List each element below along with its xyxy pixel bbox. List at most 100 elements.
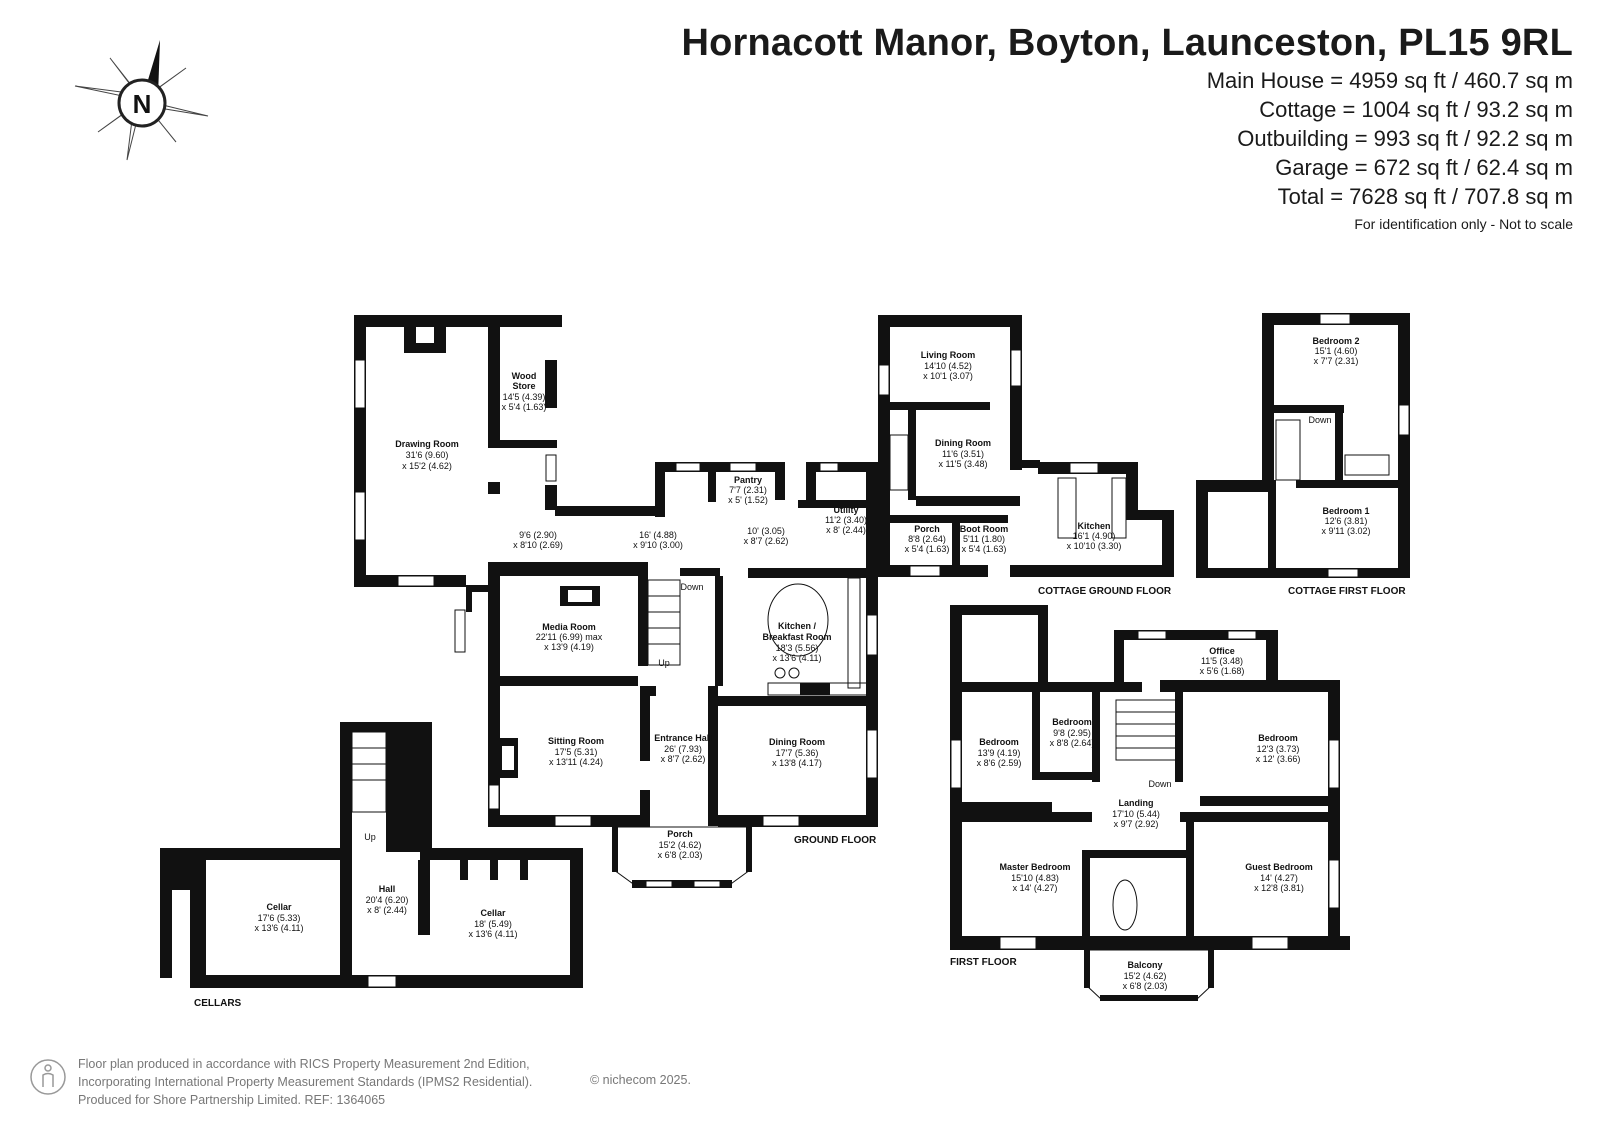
cottage-boot-dim2: x 5'4 (1.63)	[962, 544, 1007, 554]
cottage-boot-dim1: 5'11 (1.80)	[963, 534, 1005, 544]
cottage-kitchen-dim1: 16'1 (4.90)	[1073, 531, 1116, 541]
person-scale-icon	[30, 1059, 66, 1095]
area-outbuilding: Outbuilding = 993 sq ft / 92.2 sq m	[1237, 126, 1573, 151]
cottage-bed1-dim2: x 9'11 (3.02)	[1321, 526, 1370, 536]
porch-dim1: 15'2 (4.62)	[659, 840, 702, 850]
ff-stair-down-label: Down	[1148, 779, 1171, 789]
landing-label: Landing	[1119, 798, 1154, 808]
entrance-hall-dim1: 26' (7.93)	[664, 744, 702, 754]
compass-letter: N	[133, 89, 152, 119]
cottage-bed2-dim2: x 7'7 (2.31)	[1314, 356, 1359, 366]
guest-bedroom-dim2: x 12'8 (3.81)	[1254, 883, 1304, 893]
wood-store-dim1: 14'5 (4.39)	[503, 392, 546, 402]
ff-bedroom-a-dim2: x 8'6 (2.59)	[977, 758, 1022, 768]
footer-line-3: Produced for Shore Partnership Limited. …	[78, 1093, 386, 1107]
landing-dim1: 17'10 (5.44)	[1112, 809, 1160, 819]
ff-bedroom-b-dim1: 9'8 (2.95)	[1053, 728, 1091, 738]
drawing-room-label: Drawing Room	[395, 439, 459, 449]
stair-up-label: Up	[658, 658, 670, 668]
cottage-dining-label: Dining Room	[935, 438, 991, 448]
cellar-left-label: Cellar	[266, 902, 292, 912]
dining-room-dim1: 17'7 (5.36)	[776, 748, 819, 758]
utility-dim2: x 8' (2.44)	[826, 525, 866, 535]
guest-bedroom-dim1: 14' (4.27)	[1260, 873, 1298, 883]
utility-label: Utility	[833, 505, 858, 515]
cottage-living-label: Living Room	[921, 350, 976, 360]
cellar-hall-dim2: x 8' (2.44)	[367, 905, 407, 915]
ground-floor-plan	[354, 315, 878, 888]
media-room-dim1: 22'11 (6.99) max	[536, 632, 603, 642]
kitchen-breakfast-dim1: 18'3 (5.56)	[776, 643, 819, 653]
sitting-room-label: Sitting Room	[548, 736, 604, 746]
utility-dim1: 11'2 (3.40)	[825, 515, 867, 525]
cottage-kitchen-dim2: x 10'10 (3.30)	[1067, 541, 1122, 551]
cottage-dining-dim1: 11'6 (3.51)	[942, 449, 984, 459]
office-dim1: 11'5 (3.48)	[1201, 656, 1243, 666]
rear-lobby-dim2: x 8'7 (2.62)	[744, 536, 789, 546]
wood-store-dim2: x 5'4 (1.63)	[502, 402, 547, 412]
stair-down-label: Down	[680, 582, 703, 592]
ground-floor-label: GROUND FLOOR	[794, 835, 877, 846]
cellar-right-dim2: x 13'6 (4.11)	[468, 929, 517, 939]
property-title: Hornacott Manor, Boyton, Launceston, PL1…	[681, 22, 1573, 64]
area-main-house: Main House = 4959 sq ft / 460.7 sq m	[1206, 68, 1573, 93]
cottage-bed1-label: Bedroom 1	[1322, 506, 1369, 516]
disclaimer-note: For identification only - Not to scale	[1354, 216, 1573, 232]
area-garage: Garage = 672 sq ft / 62.4 sq m	[1275, 155, 1573, 180]
first-floor-plan	[950, 605, 1350, 1001]
cellars-plan	[160, 722, 583, 988]
ff-bedroom-a-label: Bedroom	[979, 737, 1019, 747]
area-cottage: Cottage = 1004 sq ft / 93.2 sq m	[1259, 97, 1573, 122]
passage-dim1: 16' (4.88)	[639, 530, 677, 540]
sitting-room-dim1: 17'5 (5.31)	[555, 747, 598, 757]
media-room-dim2: x 13'9 (4.19)	[544, 642, 594, 652]
pantry-dim1: 7'7 (2.31)	[729, 485, 767, 495]
footer-line-2: Incorporating International Property Mea…	[78, 1075, 533, 1089]
pantry-dim2: x 5' (1.52)	[728, 495, 768, 505]
cottage-first-floor-plan	[1196, 313, 1410, 578]
rear-lobby-dim1: 10' (3.05)	[747, 526, 785, 536]
compass-rose-icon: N	[74, 40, 209, 161]
cellar-left-dim2: x 13'6 (4.11)	[254, 923, 303, 933]
cottage-porch-dim1: 8'8 (2.64)	[908, 534, 946, 544]
cottage-kitchen-label: Kitchen	[1077, 521, 1110, 531]
pantry-label: Pantry	[734, 475, 762, 485]
wood-store-label-2: Store	[512, 381, 535, 391]
ff-bedroom-c-label: Bedroom	[1258, 733, 1298, 743]
cottage-boot-label: Boot Room	[960, 524, 1009, 534]
cellar-right-dim1: 18' (5.49)	[474, 919, 512, 929]
passage-dim2: x 9'10 (3.00)	[633, 540, 683, 550]
kitchen-breakfast-dim2: x 13'6 (4.11)	[772, 653, 821, 663]
dining-room-dim2: x 13'8 (4.17)	[772, 758, 822, 768]
cottage-stair-down-label: Down	[1308, 415, 1331, 425]
footer: Floor plan produced in accordance with R…	[30, 1057, 691, 1107]
cellar-right-label: Cellar	[480, 908, 506, 918]
cottage-ground-floor-plan	[878, 315, 1174, 577]
entrance-hall-dim2: x 8'7 (2.62)	[661, 754, 706, 764]
cottage-bed1-dim1: 12'6 (3.81)	[1325, 516, 1368, 526]
cottage-bed2-dim1: 15'1 (4.60)	[1315, 346, 1358, 356]
master-bedroom-dim2: x 14' (4.27)	[1013, 883, 1058, 893]
kitchen-breakfast-label-2: Breakfast Room	[762, 632, 831, 642]
first-floor-label: FIRST FLOOR	[950, 957, 1017, 968]
cottage-first-floor-label: COTTAGE FIRST FLOOR	[1288, 586, 1406, 597]
porch-dim2: x 6'8 (2.03)	[658, 850, 703, 860]
wood-store-label-1: Wood	[512, 371, 537, 381]
kitchen-breakfast-label-1: Kitchen /	[778, 621, 817, 631]
dining-room-label: Dining Room	[769, 737, 825, 747]
master-bedroom-dim1: 15'10 (4.83)	[1011, 873, 1059, 883]
room-labels: Drawing Room 31'6 (9.60) x 15'2 (4.62) W…	[254, 336, 1370, 991]
area-total: Total = 7628 sq ft / 707.8 sq m	[1277, 184, 1573, 209]
cottage-bed2-label: Bedroom 2	[1312, 336, 1359, 346]
cellar-left-dim1: 17'6 (5.33)	[258, 913, 301, 923]
drawing-room-dim2: x 15'2 (4.62)	[402, 461, 452, 471]
lobby-dim1: 9'6 (2.90)	[519, 530, 557, 540]
cellars-label: CELLARS	[194, 998, 242, 1009]
ff-bedroom-c-dim2: x 12' (3.66)	[1256, 754, 1301, 764]
cottage-ground-floor-label: COTTAGE GROUND FLOOR	[1038, 586, 1172, 597]
balcony-label: Balcony	[1127, 960, 1162, 970]
balcony-dim2: x 6'8 (2.03)	[1123, 981, 1168, 991]
office-label: Office	[1209, 646, 1235, 656]
lobby-dim2: x 8'10 (2.69)	[513, 540, 563, 550]
